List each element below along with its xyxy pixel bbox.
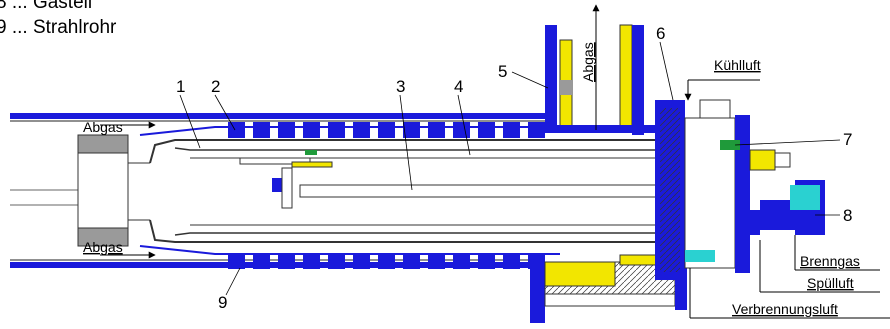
flow-label-verbrennungsluft: Verbrennungsluft (732, 301, 838, 317)
flow-label-abgas-vertical: Abgas (580, 42, 596, 82)
part-number-6: 6 (656, 24, 665, 43)
legend-item-gasteil: 8 ... Gasteil (0, 0, 92, 13)
fin-top (253, 122, 270, 138)
fin-bottom (278, 253, 295, 269)
fin-top (503, 122, 520, 138)
fin-bottom (428, 253, 445, 269)
legend-item-strahlrohr: 9 ... Strahlrohr (0, 17, 117, 38)
flow-arrows (100, 4, 600, 259)
fin-bottom (378, 253, 395, 269)
fin-top (403, 122, 420, 138)
fin-top (278, 122, 295, 138)
fin-bottom (303, 253, 320, 269)
flow-label-abgas-upper: Abgas (83, 119, 123, 135)
flame-tube (139, 126, 700, 255)
feed-lines (684, 79, 890, 319)
fin-top (528, 122, 545, 138)
fin-bottom (253, 253, 270, 269)
flange-assembly (655, 99, 825, 280)
fin-top (303, 122, 320, 138)
part-number-3: 3 (396, 77, 405, 96)
exhaust-duct (545, 24, 655, 135)
lower-housing (530, 254, 687, 323)
fin-top (453, 122, 470, 138)
fin-bottom (403, 253, 420, 269)
flow-label-abgas-lower: Abgas (83, 239, 123, 255)
flow-label-kuehlluft: Kühlluft (714, 57, 761, 73)
fin-bottom (228, 253, 245, 269)
part-number-2: 2 (211, 77, 220, 96)
part-numbers: 1 2 3 4 5 6 7 8 9 (176, 24, 852, 312)
leader-lines (179, 41, 841, 296)
part-number-9: 9 (218, 293, 227, 312)
fin-top (353, 122, 370, 138)
fin-top (378, 122, 395, 138)
fin-top (228, 122, 245, 138)
inner-tubes (190, 150, 726, 226)
fin-top (428, 122, 445, 138)
part-number-1: 1 (176, 77, 185, 96)
fin-bottom (453, 253, 470, 269)
inlet-tube (77, 134, 150, 247)
legend: 8 ... Gasteil 9 ... Strahlrohr (0, 0, 117, 38)
fin-top (478, 122, 495, 138)
fin-bottom (328, 253, 345, 269)
flow-labels: Abgas Kühlluft Abgas Abgas Brenngas Spül… (83, 42, 860, 317)
part-number-7: 7 (843, 130, 852, 149)
fin-bottom (478, 253, 495, 269)
part-number-4: 4 (454, 77, 463, 96)
flow-label-brenngas: Brenngas (800, 253, 860, 269)
part-number-5: 5 (498, 62, 507, 81)
part-number-8: 8 (843, 206, 852, 225)
fin-top (328, 122, 345, 138)
fin-bottom (353, 253, 370, 269)
fin-bottom (503, 253, 520, 269)
flow-label-spuelluft: Spülluft (807, 275, 854, 291)
recuperator-fins (228, 122, 545, 269)
